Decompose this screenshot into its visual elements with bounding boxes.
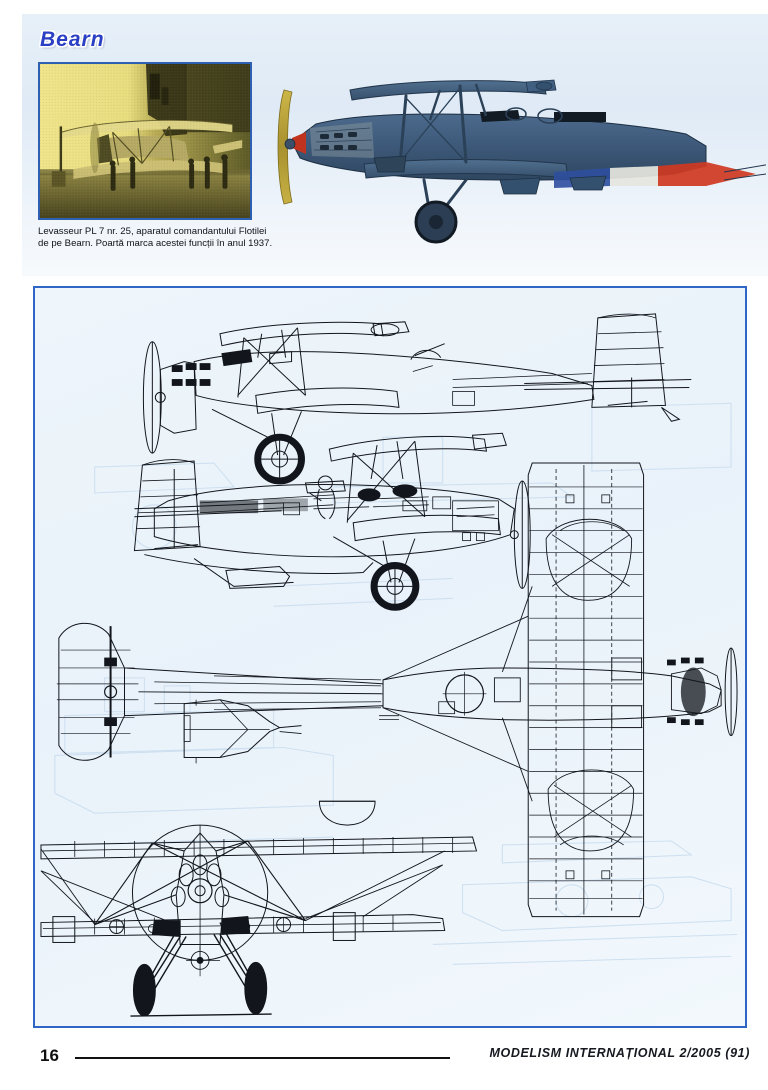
top-plan-view — [56, 462, 738, 918]
levasseur-pl7-carrier-deck-photo — [40, 64, 250, 218]
tail-detail — [183, 699, 302, 764]
side-view-outline — [142, 313, 692, 485]
footer-rule — [75, 1057, 450, 1059]
levasseur-pl7-three-view-drawings — [40, 313, 738, 1017]
header-band: Bearn — [22, 14, 768, 276]
levasseur-pl7-colour-side-profile — [277, 79, 766, 244]
spinner-detail — [318, 800, 376, 826]
side-view-structure — [133, 432, 531, 611]
blueprint-panel — [33, 286, 747, 1028]
page-number: 16 — [40, 1046, 59, 1065]
photo-frame — [38, 62, 252, 220]
photo-caption: Levasseur PL 7 nr. 25, aparatul comandan… — [38, 226, 273, 250]
front-elevation — [40, 824, 478, 1017]
ghost-background — [54, 402, 738, 965]
footer-issue-line: MODELISM INTERNAȚIONAL 2/2005 (91) — [489, 1046, 750, 1060]
page-footer: 16 MODELISM INTERNAȚIONAL 2/2005 (91) — [0, 1040, 768, 1080]
page-title: Bearn — [40, 28, 105, 51]
